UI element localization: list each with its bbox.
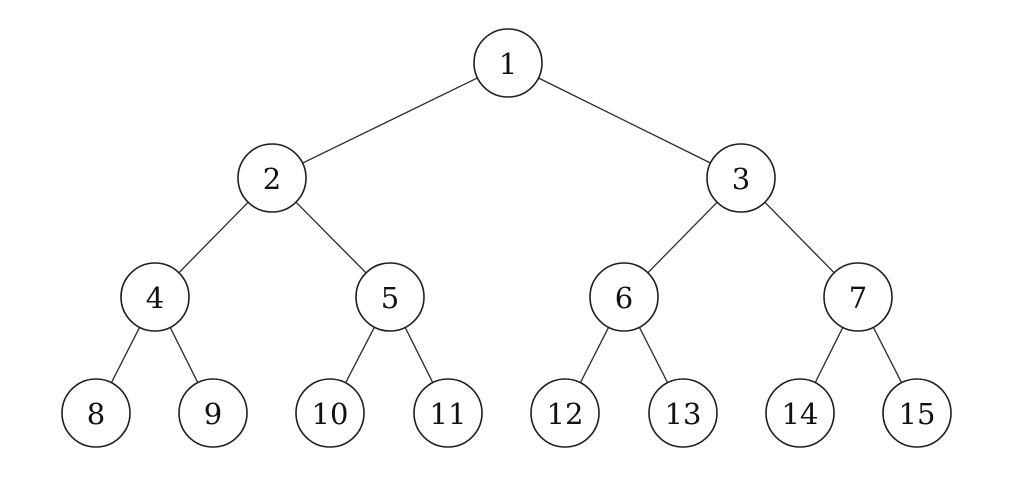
edge-5-10 xyxy=(345,326,375,384)
node-label-13: 13 xyxy=(665,397,702,431)
node-circle-3 xyxy=(706,143,776,213)
edge-7-14 xyxy=(814,327,844,383)
node-circle-4 xyxy=(120,262,190,332)
tree-node-13: 13 xyxy=(648,378,718,448)
node-circle-5 xyxy=(355,262,425,332)
edge-layer xyxy=(110,77,903,384)
tree-node-4: 4 xyxy=(120,262,190,332)
edge-2-4 xyxy=(178,201,249,274)
node-circle-6 xyxy=(589,262,659,332)
node-label-12: 12 xyxy=(547,397,584,431)
node-circle-1 xyxy=(473,28,543,98)
edge-7-15 xyxy=(872,327,903,383)
edge-4-8 xyxy=(110,327,141,383)
tree-node-14: 14 xyxy=(765,378,835,448)
node-label-2: 2 xyxy=(263,162,281,196)
node-circle-14 xyxy=(765,378,835,448)
edge-6-13 xyxy=(638,327,669,383)
tree-node-5: 5 xyxy=(355,262,425,332)
node-circle-8 xyxy=(61,378,131,448)
edge-3-6 xyxy=(647,201,718,274)
tree-node-9: 9 xyxy=(178,378,248,448)
tree-node-7: 7 xyxy=(823,262,893,332)
tree-node-10: 10 xyxy=(295,378,365,448)
node-label-11: 11 xyxy=(430,397,467,431)
node-label-3: 3 xyxy=(732,162,750,196)
node-label-4: 4 xyxy=(146,281,164,315)
tree-node-1: 1 xyxy=(473,28,543,98)
node-circle-7 xyxy=(823,262,893,332)
node-label-6: 6 xyxy=(615,281,633,315)
edge-6-12 xyxy=(579,327,610,383)
node-circle-9 xyxy=(178,378,248,448)
node-label-9: 9 xyxy=(204,397,222,431)
edge-3-7 xyxy=(764,201,835,274)
edge-4-9 xyxy=(169,327,199,383)
node-circle-12 xyxy=(530,378,600,448)
tree-node-6: 6 xyxy=(589,262,659,332)
node-label-1: 1 xyxy=(499,47,517,81)
tree-node-2: 2 xyxy=(237,143,307,213)
node-label-14: 14 xyxy=(782,397,819,431)
tree-node-12: 12 xyxy=(530,378,600,448)
node-circle-15 xyxy=(882,378,952,448)
node-circle-13 xyxy=(648,378,718,448)
edge-5-11 xyxy=(404,327,434,383)
tree-node-15: 15 xyxy=(882,378,952,448)
node-circle-2 xyxy=(237,143,307,213)
node-label-8: 8 xyxy=(87,397,105,431)
edge-1-3 xyxy=(538,77,711,164)
tree-node-3: 3 xyxy=(706,143,776,213)
node-circle-10 xyxy=(295,378,365,448)
node-label-7: 7 xyxy=(849,281,867,315)
edge-1-2 xyxy=(302,77,478,164)
edge-2-5 xyxy=(295,201,367,274)
node-label-10: 10 xyxy=(312,397,349,431)
tree-node-8: 8 xyxy=(61,378,131,448)
node-label-5: 5 xyxy=(381,281,399,315)
node-label-15: 15 xyxy=(899,397,936,431)
node-circle-11 xyxy=(413,378,483,448)
tree-node-11: 11 xyxy=(413,378,483,448)
